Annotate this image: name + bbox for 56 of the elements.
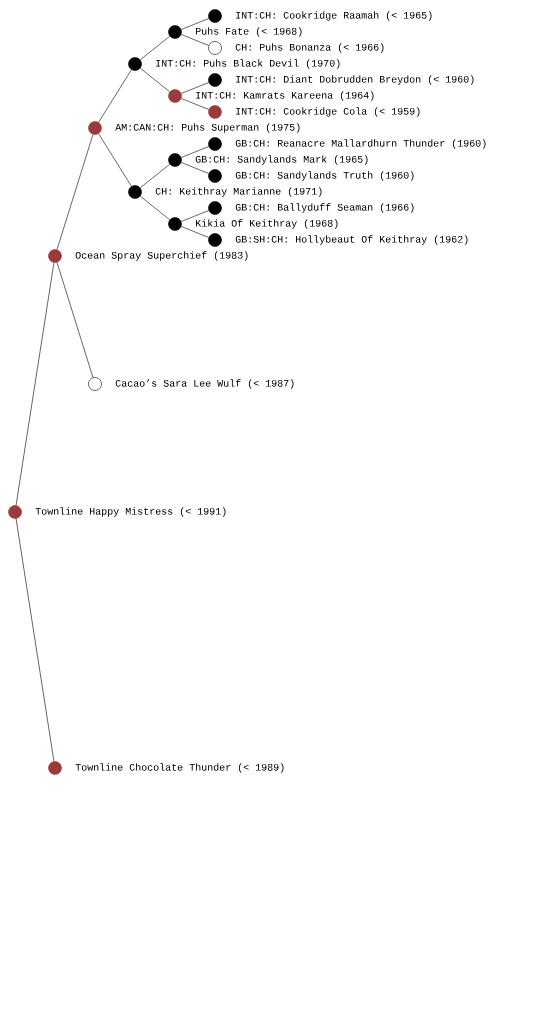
- dog-name: INT:CH: Puhs Black Devil (1970): [156, 59, 340, 69]
- pedigree-marker: [168, 89, 182, 103]
- dog-name: INT:CH: Diant Dobrudden Breydon (< 1960): [236, 75, 474, 85]
- pedigree-marker: [88, 121, 102, 135]
- pedigree-marker: [168, 217, 182, 231]
- dog-name: CH: Puhs Bonanza (< 1966): [235, 43, 384, 53]
- pedigree-line: [98, 69, 132, 123]
- pedigree-line: [140, 163, 170, 189]
- pedigree-line: [140, 35, 170, 61]
- pedigree-marker: [48, 761, 62, 775]
- pedigree-marker: [208, 41, 222, 55]
- pedigree-marker: [208, 73, 222, 87]
- dog-name: Townline Chocolate Thunder (< 1989): [75, 763, 284, 773]
- pedigree-marker: [168, 25, 182, 39]
- pedigree-line: [181, 98, 209, 110]
- pedigree-line: [56, 262, 94, 378]
- pedigree-marker: [208, 233, 222, 247]
- pedigree-line: [15, 262, 55, 506]
- pedigree-line: [181, 34, 209, 46]
- dog-name: Ocean Spray Superchief (1983): [75, 251, 248, 261]
- dog-name: INT:CH: Cookridge Cola (< 1959): [236, 107, 420, 117]
- dog-name: GB:CH: Ballyduff Seaman (1966): [235, 203, 414, 213]
- pedigree-line: [15, 518, 55, 762]
- pedigree-marker: [128, 185, 142, 199]
- pedigree-marker: [168, 153, 182, 167]
- pedigree-marker: [208, 201, 222, 215]
- pedigree-line: [181, 162, 209, 174]
- pedigree-line: [56, 134, 94, 250]
- pedigree-line: [140, 195, 170, 221]
- dog-name: GB:SH:CH: Hollybeaut Of Keithray (1962): [235, 235, 468, 245]
- pedigree-line: [181, 82, 209, 94]
- pedigree-line: [140, 67, 170, 93]
- dog-name: GB:CH: Sandylands Mark (1965): [195, 155, 368, 165]
- pedigree-marker: [208, 169, 222, 183]
- dog-name: Cacao’s Sara Lee Wulf (< 1987): [115, 379, 294, 389]
- pedigree-marker: [8, 505, 22, 519]
- dog-name: Puhs Fate (< 1968): [196, 27, 302, 37]
- pedigree-line: [181, 210, 209, 222]
- pedigree-marker: [208, 137, 222, 151]
- pedigree-marker: [208, 105, 222, 119]
- pedigree-line: [181, 146, 209, 158]
- pedigree-marker: [128, 57, 142, 71]
- dog-name: Townline Happy Mistress (< 1991): [35, 507, 226, 517]
- pedigree-line: [181, 226, 209, 238]
- pedigree-line: [181, 18, 209, 30]
- pedigree-marker: [48, 249, 62, 263]
- pedigree-marker: [208, 9, 222, 23]
- pedigree-line: [98, 133, 132, 187]
- dog-name: CH: Keithray Marianne (1971): [155, 187, 322, 197]
- dog-name: GB:CH: Sandylands Truth (1960): [235, 171, 414, 181]
- dog-name: AM:CAN:CH: Puhs Superman (1975): [115, 123, 300, 133]
- dog-name: INT:CH: Kamrats Kareena (1964): [196, 91, 374, 101]
- pedigree-marker: [88, 377, 102, 391]
- dog-name: GB:CH: Reanacre Mallardhurn Thunder (1960): [235, 139, 486, 149]
- dog-name: INT:CH: Cookridge Raamah (< 1965): [236, 11, 432, 21]
- dog-name: Kikia Of Keithray (1968): [196, 219, 338, 229]
